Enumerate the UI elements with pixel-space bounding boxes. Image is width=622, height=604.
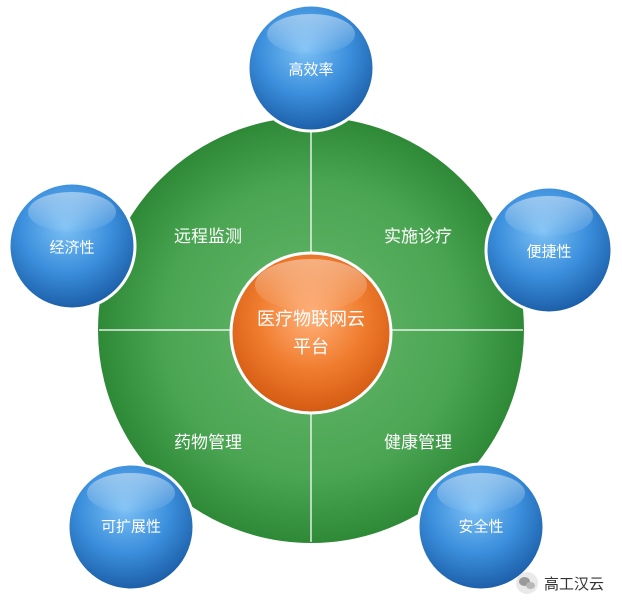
watermark: 高工汉云 — [515, 572, 604, 594]
center-hub: 医疗物联网云 平台 — [229, 251, 393, 415]
satellite-right: 便捷性 — [484, 185, 614, 315]
quadrant-label-bottom-left: 药物管理 — [174, 433, 242, 453]
satellite-label-top: 高效率 — [288, 61, 333, 79]
quadrant-label-top-left: 远程监测 — [174, 227, 242, 247]
quadrant-label-bottom-right: 健康管理 — [384, 433, 452, 453]
satellite-label-right: 便捷性 — [526, 243, 571, 261]
satellite-bottom-right: 安全性 — [416, 462, 546, 592]
wechat-icon — [515, 572, 538, 594]
satellite-left: 经济性 — [7, 181, 137, 311]
satellite-label-left: 经济性 — [49, 239, 94, 257]
satellite-top: 高效率 — [246, 3, 376, 133]
watermark-text: 高工汉云 — [543, 574, 604, 593]
quadrant-label-top-right: 实施诊疗 — [384, 227, 452, 247]
center-label-line1: 医疗物联网云 — [257, 309, 365, 330]
satellite-label-bottom-right: 安全性 — [458, 518, 503, 536]
satellite-bottom-left: 可扩展性 — [66, 462, 196, 592]
satellite-label-bottom-left: 可扩展性 — [101, 518, 161, 536]
center-label-line2: 平台 — [293, 337, 329, 358]
